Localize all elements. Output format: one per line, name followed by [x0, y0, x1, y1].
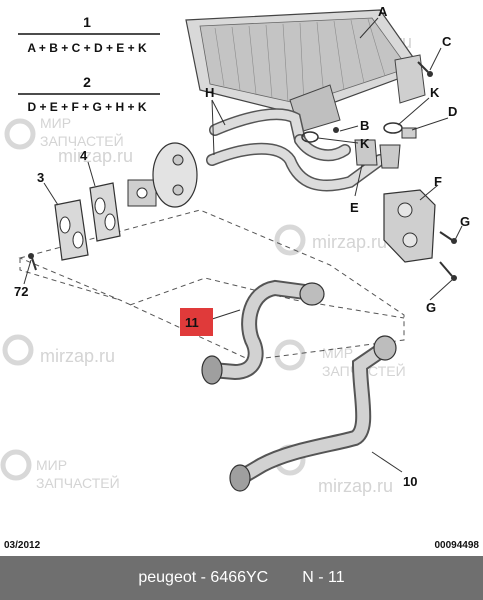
connector-block	[127, 179, 157, 207]
hose-outline	[129, 277, 405, 319]
screw-g-upper	[439, 231, 457, 244]
watermark-logo-1: МИР ЗАПЧАСТЕЙ	[4, 115, 124, 150]
label-c: C	[442, 34, 452, 49]
part-labels: A C H K D B K E F G G 3 4 72 11 10	[14, 4, 470, 489]
label-10: 10	[403, 474, 417, 489]
label-d: D	[448, 104, 457, 119]
highlight-box-11	[180, 308, 213, 336]
parts-diagram: МИР ЗАПЧАСТЕЙ mirzap.ru mirzap.ru mirzap…	[0, 4, 480, 551]
svg-text:ЗАПЧАСТЕЙ: ЗАПЧАСТЕЙ	[36, 474, 120, 491]
pipe-assembly-h	[206, 108, 386, 192]
footer-bar: peugeot - 6466YC N - 11	[0, 556, 483, 600]
screw-b	[333, 127, 339, 133]
bracket-d	[401, 127, 417, 139]
clip-k-lower	[301, 131, 319, 143]
screw-c	[417, 61, 433, 77]
label-4: 4	[80, 148, 88, 163]
seal-4	[89, 182, 121, 242]
formula-1-number: 1	[83, 14, 91, 30]
svg-text:mirzap.ru: mirzap.ru	[318, 476, 393, 496]
assembly-outline	[18, 209, 405, 361]
watermark-logo-2: mirzap.ru	[274, 224, 387, 256]
doc-code: 00094498	[435, 540, 480, 551]
formula-2: 2 D + E + F + G + H + K	[18, 74, 160, 114]
svg-text:МИР: МИР	[322, 345, 353, 361]
label-f: F	[434, 174, 442, 189]
watermark-logo-3: mirzap.ru	[2, 334, 115, 366]
svg-text:mirzap.ru: mirzap.ru	[40, 346, 115, 366]
formula-1: 1 A + B + C + D + E + K	[18, 14, 160, 55]
svg-text:mirzap.ru: mirzap.ru	[312, 232, 387, 252]
label-h: H	[205, 85, 214, 100]
watermark-site-1: mirzap.ru	[58, 146, 133, 166]
screw-72	[28, 253, 37, 271]
label-e: E	[350, 200, 359, 215]
screw-g-lower	[439, 261, 457, 281]
seal-3	[54, 199, 89, 261]
label-11: 11	[185, 315, 199, 330]
footer-item-number: N - 11	[302, 569, 345, 586]
svg-text:ЗАПЧАСТЕЙ: ЗАПЧАСТЕЙ	[40, 132, 124, 149]
flange-plate	[152, 142, 198, 208]
formula-2-number: 2	[83, 74, 91, 90]
label-b: B	[360, 118, 369, 133]
formula-1-expression: A + B + C + D + E + K	[27, 41, 147, 55]
svg-text:МИР: МИР	[36, 457, 67, 473]
leader-lines	[23, 17, 463, 473]
heater-core	[185, 9, 426, 133]
hose-11	[201, 279, 325, 385]
hose-10	[229, 335, 397, 492]
bracket-f	[383, 189, 436, 263]
svg-text:МИР: МИР	[40, 115, 71, 131]
label-k-upper: K	[430, 85, 440, 100]
label-g-upper: G	[460, 214, 470, 229]
clamp-e	[354, 139, 401, 169]
label-3: 3	[37, 170, 44, 185]
label-a: A	[378, 4, 388, 19]
label-k-lower: K	[360, 136, 370, 151]
formula-2-expression: D + E + F + G + H + K	[27, 100, 146, 114]
footer-brand-part: peugeot - 6466YC	[138, 569, 269, 586]
watermark-logo-5: МИР ЗАПЧАСТЕЙ	[0, 449, 120, 491]
label-g-lower: G	[426, 300, 436, 315]
date-code: 03/2012	[4, 540, 41, 551]
label-72: 72	[14, 284, 28, 299]
